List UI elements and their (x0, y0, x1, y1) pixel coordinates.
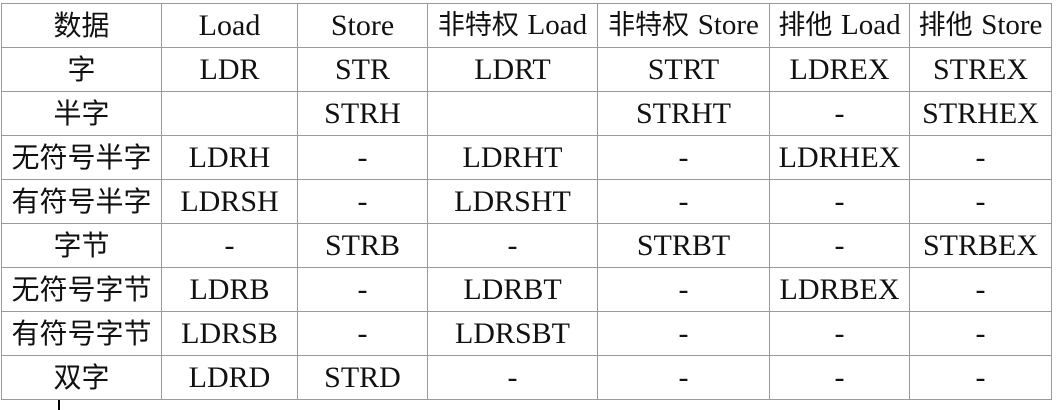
excl-load-cell: - (769, 223, 910, 268)
header-cell-load: Load (161, 3, 298, 48)
unpriv-store-cell: - (597, 311, 770, 356)
unpriv-store-cell: - (597, 179, 770, 224)
table-row: 半字 STRH STRHT - STRHEX (1, 91, 1052, 136)
store-cell: STRH (297, 91, 428, 136)
row-type-cell: 有符号半字 (1, 179, 162, 224)
header-excl-store-lat: Store (981, 9, 1043, 41)
unpriv-load-cell: - (427, 223, 598, 268)
header-excl-store-cjk: 排他 (918, 10, 973, 41)
load-cell: LDRSB (161, 311, 298, 356)
header-excl-load-lat: Load (841, 9, 901, 41)
table-row: 字节 - STRB - STRBT - STRBEX (1, 223, 1052, 268)
table-row: 有符号字节 LDRSB - LDRSBT - - - (1, 311, 1052, 356)
load-cell: LDRH (161, 135, 298, 180)
unpriv-load-cell (427, 91, 598, 136)
excl-store-cell: STREX (909, 47, 1052, 92)
header-cell-unprivileged-store: 非特权 Store (597, 3, 770, 48)
header-excl-load-cjk: 排他 (778, 10, 833, 41)
table-header-row: 数据 Load Store 非特权 Load 非特权 Store 排他 Load… (1, 3, 1052, 48)
row-type-cell: 有符号字节 (1, 311, 162, 356)
excl-store-cell: STRBEX (909, 223, 1052, 268)
unpriv-load-cell: LDRHT (427, 135, 598, 180)
unpriv-load-cell: - (427, 355, 598, 400)
excl-store-cell: - (909, 355, 1052, 400)
header-cell-exclusive-load: 排他 Load (769, 3, 910, 48)
store-cell: STRD (297, 355, 428, 400)
excl-store-cell: STRHEX (909, 91, 1052, 136)
row-type-cell: 无符号半字 (1, 135, 162, 180)
load-cell: LDRSH (161, 179, 298, 224)
load-cell: - (161, 223, 298, 268)
excl-store-cell: - (909, 311, 1052, 356)
unpriv-load-cell: LDRSHT (427, 179, 598, 224)
row-type-cell: 无符号字节 (1, 267, 162, 312)
excl-store-cell: - (909, 179, 1052, 224)
text-cursor-mark (58, 400, 60, 410)
excl-store-cell: - (909, 267, 1052, 312)
row-type-cell: 字节 (1, 223, 162, 268)
unpriv-store-cell: STRT (597, 47, 770, 92)
unpriv-load-cell: LDRBT (427, 267, 598, 312)
header-cell-store: Store (297, 3, 428, 48)
row-type-cell: 半字 (1, 91, 162, 136)
load-cell: LDR (161, 47, 298, 92)
table-row: 有符号半字 LDRSH - LDRSHT - - - (1, 179, 1052, 224)
header-cell-exclusive-store: 排他 Store (909, 3, 1052, 48)
store-cell: - (297, 311, 428, 356)
unpriv-load-cell: LDRSBT (427, 311, 598, 356)
header-unpriv-store-lat: Store (697, 9, 759, 41)
load-cell (161, 91, 298, 136)
unpriv-store-cell: - (597, 267, 770, 312)
row-type-cell: 字 (1, 47, 162, 92)
excl-load-cell: LDREX (769, 47, 910, 92)
store-cell: STRB (297, 223, 428, 268)
store-cell: STR (297, 47, 428, 92)
load-cell: LDRD (161, 355, 298, 400)
table-row: 无符号字节 LDRB - LDRBT - LDRBEX - (1, 267, 1052, 312)
excl-load-cell: - (769, 355, 910, 400)
excl-load-cell: - (769, 91, 910, 136)
unpriv-store-cell: STRHT (597, 91, 770, 136)
table-row: 无符号半字 LDRH - LDRHT - LDRHEX - (1, 135, 1052, 180)
header-unpriv-store-cjk: 非特权 (608, 10, 690, 41)
load-store-instruction-table: 数据 Load Store 非特权 Load 非特权 Store 排他 Load… (1, 3, 1052, 400)
row-type-cell: 双字 (1, 355, 162, 400)
header-unpriv-load-cjk: 非特权 (437, 10, 519, 41)
excl-load-cell: LDRHEX (769, 135, 910, 180)
unpriv-store-cell: STRBT (597, 223, 770, 268)
table-row: 双字 LDRD STRD - - - - (1, 355, 1052, 400)
unpriv-store-cell: - (597, 135, 770, 180)
store-cell: - (297, 267, 428, 312)
header-unpriv-load-lat: Load (527, 9, 588, 41)
excl-load-cell: - (769, 311, 910, 356)
excl-load-cell: - (769, 179, 910, 224)
unpriv-load-cell: LDRT (427, 47, 598, 92)
instruction-table-container: 数据 Load Store 非特权 Load 非特权 Store 排他 Load… (1, 3, 1052, 403)
header-cell-unprivileged-load: 非特权 Load (427, 3, 598, 48)
store-cell: - (297, 179, 428, 224)
excl-load-cell: LDRBEX (769, 267, 910, 312)
header-cell-data-type: 数据 (1, 3, 162, 48)
store-cell: - (297, 135, 428, 180)
unpriv-store-cell: - (597, 355, 770, 400)
table-row: 字 LDR STR LDRT STRT LDREX STREX (1, 47, 1052, 92)
load-cell: LDRB (161, 267, 298, 312)
excl-store-cell: - (909, 135, 1052, 180)
